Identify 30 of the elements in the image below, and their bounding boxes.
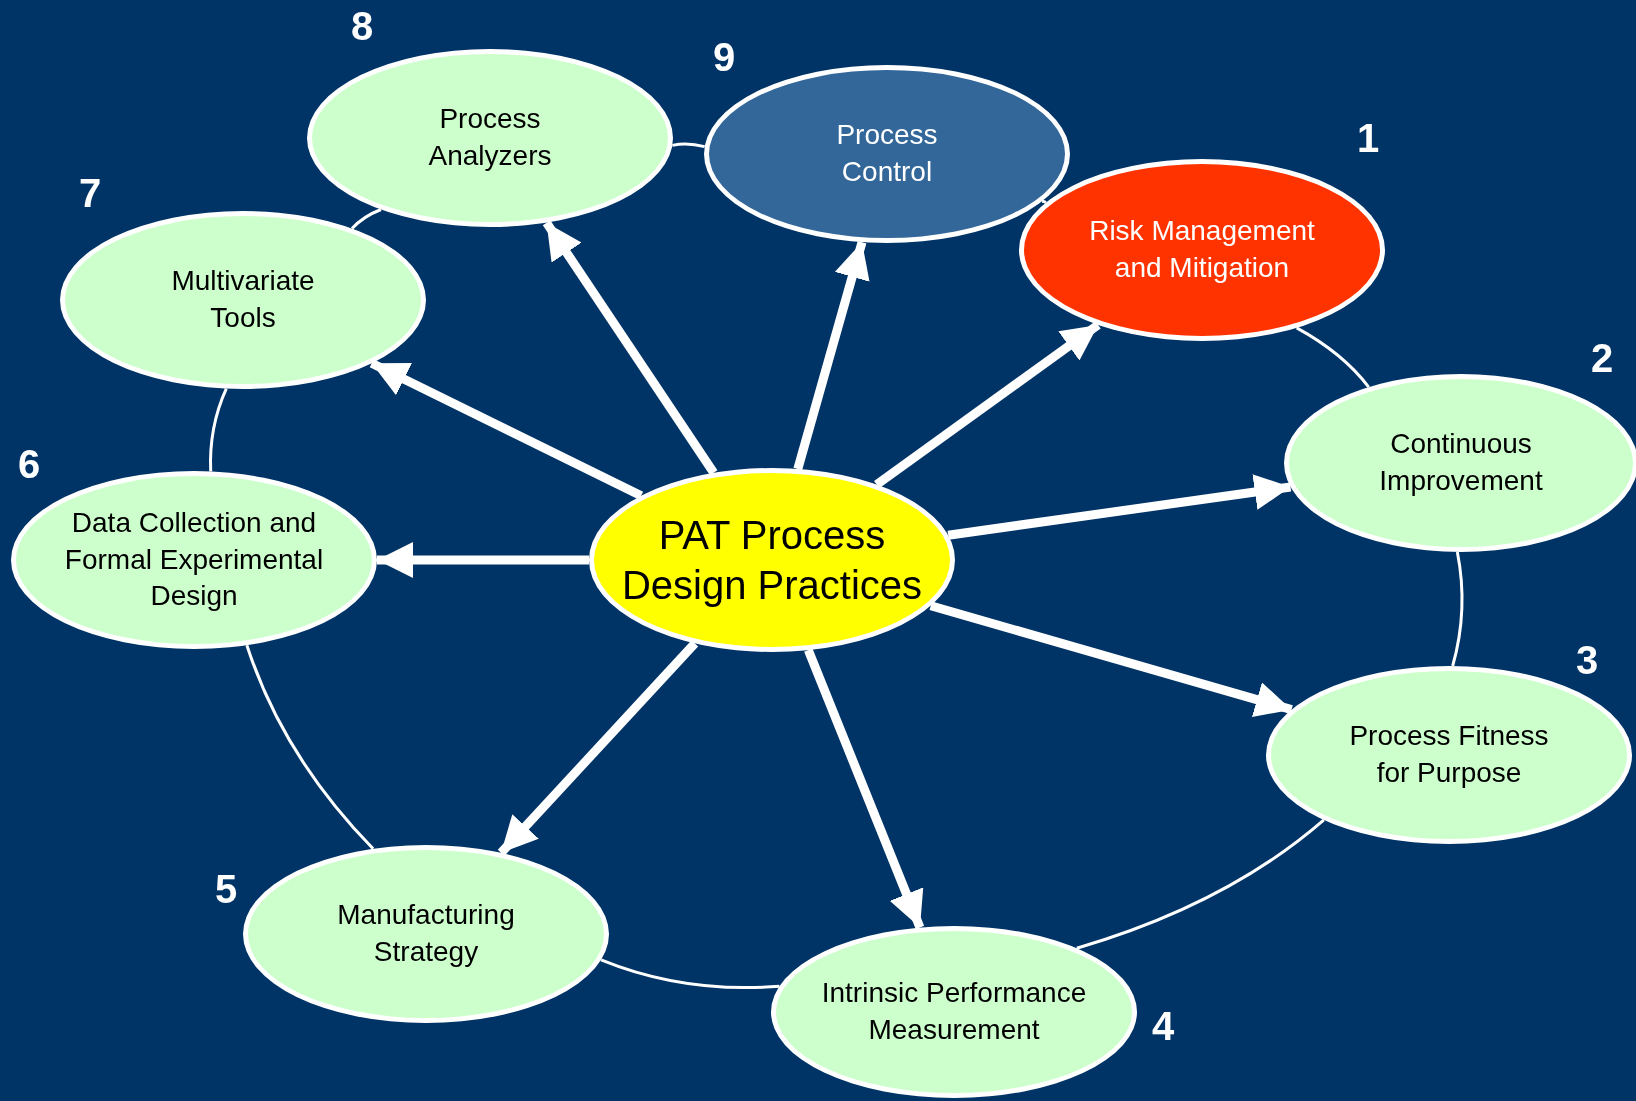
step-number: 1 — [1356, 115, 1380, 161]
arrow — [369, 359, 644, 500]
node-label: Data Collection and Formal Experimental Design — [63, 505, 325, 614]
arrow — [377, 542, 589, 578]
step-number: 7 — [78, 170, 102, 216]
connector-line — [209, 388, 228, 472]
node-label: Process Fitness for Purpose — [1348, 719, 1550, 790]
connector-line — [672, 142, 705, 149]
connector-line — [1451, 551, 1464, 667]
connector-line — [1295, 326, 1370, 388]
step-number: 8 — [350, 3, 374, 49]
connector-line — [350, 208, 382, 230]
arrow — [497, 640, 699, 856]
connector-line — [1076, 818, 1325, 950]
node-label: Process Analyzers — [427, 102, 553, 173]
step-number: 9 — [712, 34, 736, 80]
step-number: 5 — [214, 866, 238, 912]
step-number: 3 — [1575, 637, 1599, 683]
node-label: Intrinsic Performance Measurement — [820, 976, 1088, 1047]
node-label: Manufacturing Strategy — [336, 898, 516, 969]
node-label: PAT Process Design Practices — [620, 512, 924, 609]
node-label: Risk Management and Mitigation — [1088, 214, 1316, 285]
step-number: 2 — [1590, 335, 1614, 381]
arrow — [929, 601, 1293, 717]
step-number: 4 — [1151, 1003, 1175, 1049]
node-label: Process Control — [835, 118, 939, 189]
node-label: Continuous Improvement — [1378, 427, 1544, 498]
arrow — [874, 321, 1101, 489]
step-number: 6 — [17, 441, 41, 487]
node-label: Multivariate Tools — [170, 264, 316, 335]
